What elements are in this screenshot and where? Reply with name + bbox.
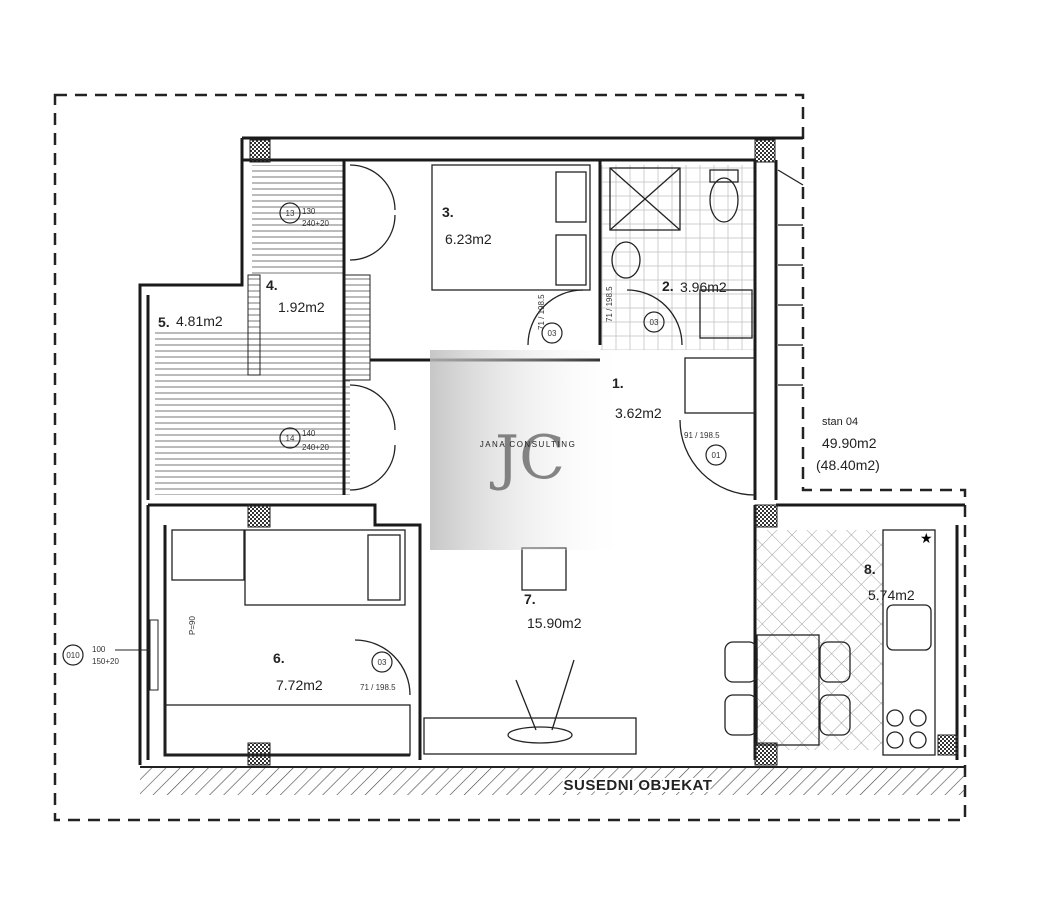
window-ticks [777, 169, 804, 386]
door-size: 91 / 198.5 [684, 431, 720, 440]
apartment-area: 49.90m2 [822, 435, 877, 451]
room-5-number: 5. [158, 314, 170, 330]
window-size: 140 [302, 429, 316, 438]
door-size: 71 / 198.5 [360, 683, 396, 692]
room-3-area: 6.23m2 [445, 231, 492, 247]
door-size: 71 / 198.5 [605, 286, 614, 322]
door-tag: 03 [650, 318, 659, 327]
room-8-area: 5.74m2 [868, 587, 915, 603]
room-labels: 1. 3.62m2 2. 3.96m2 3. 6.23m2 4. 1.92m2 … [158, 204, 915, 693]
wall-segment [247, 274, 261, 376]
room-7-area: 15.90m2 [527, 615, 582, 631]
room-3-number: 3. [442, 204, 454, 220]
room-6-area: 7.72m2 [276, 677, 323, 693]
balcony-stripes-top [252, 165, 344, 275]
window-tag: 14 [286, 434, 295, 443]
room-2-number: 2. [662, 278, 674, 294]
room-6-number: 6. [273, 650, 285, 666]
room-2-area: 3.96m2 [680, 279, 727, 295]
kitchen-counter [882, 529, 936, 756]
window-tag: 010 [66, 651, 80, 660]
bathroom-tiles [600, 165, 755, 350]
bed-room-6 [164, 529, 411, 756]
window-tag: 13 [286, 209, 295, 218]
room-7-number: 7. [524, 591, 536, 607]
window-size: 100 [92, 645, 106, 654]
apartment-net-area: (48.40m2) [816, 457, 880, 473]
door-size: 71 / 198.5 [537, 294, 546, 330]
room-8-number: 8. [864, 561, 876, 577]
watermark-text: JANA CONSULTING [480, 440, 577, 449]
door-tag: 01 [712, 451, 721, 460]
window-subsize: 240+20 [302, 443, 329, 452]
room-1-area: 3.62m2 [615, 405, 662, 421]
window-size: 130 [302, 207, 316, 216]
parapet-label: P=90 [188, 616, 197, 635]
door-tag: 03 [378, 658, 387, 667]
room-5-area: 4.81m2 [176, 313, 223, 329]
star-icon: ★ [920, 531, 933, 547]
watermark-box [430, 350, 630, 550]
window-left [149, 619, 159, 691]
wall-segment [344, 274, 371, 381]
room-4-area: 1.92m2 [278, 299, 325, 315]
window-subsize: 240+20 [302, 219, 329, 228]
columns [247, 139, 959, 766]
room-1-number: 1. [612, 375, 624, 391]
walls [138, 136, 965, 765]
property-boundary [53, 93, 967, 822]
door-tag: 03 [548, 329, 557, 338]
neighbor-building-hatch [140, 767, 965, 795]
room-4-number: 4. [266, 277, 278, 293]
window-subsize: 150+20 [92, 657, 119, 666]
bathroom-fixtures [609, 167, 756, 414]
neighbor-label: SUSEDNI OBJEKAT [564, 777, 713, 794]
bed-room-3 [431, 164, 591, 291]
watermark-monogram: JC [489, 423, 565, 493]
apartment-name: stan 04 [822, 416, 858, 428]
door-swings [349, 164, 756, 696]
